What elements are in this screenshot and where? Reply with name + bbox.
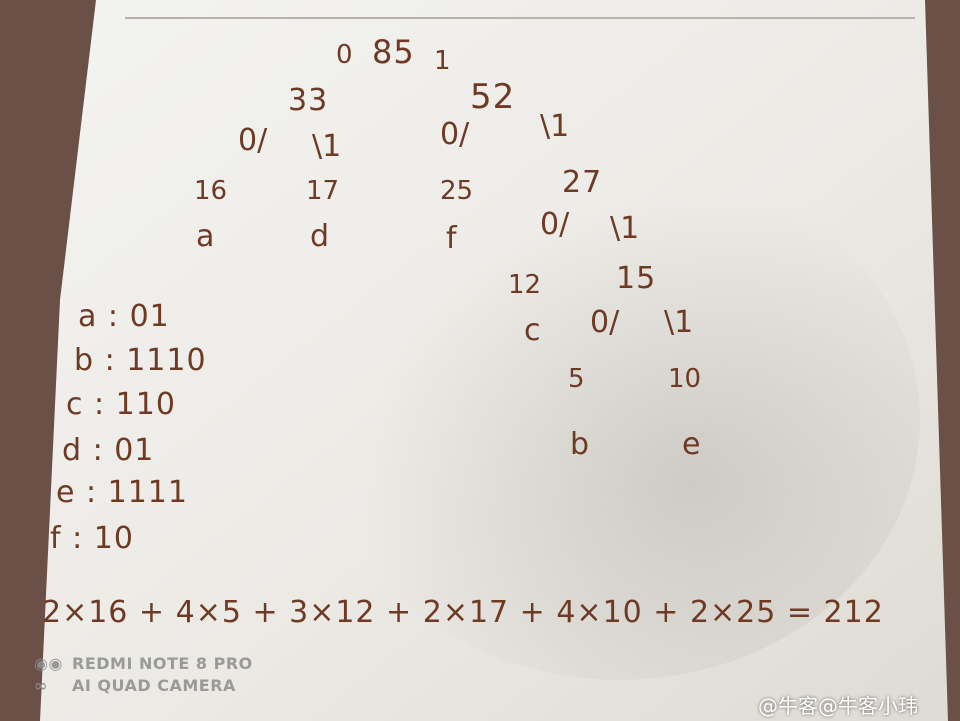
leaf-weight-a: 16 bbox=[194, 176, 228, 206]
camera-logo-icon: ◉◉ bbox=[34, 654, 63, 673]
edge-15-right: \1 bbox=[664, 305, 694, 340]
hand-shadow bbox=[320, 160, 920, 680]
code-line-f: f : 10 bbox=[50, 521, 134, 556]
leaf-char-e: e bbox=[682, 427, 701, 462]
tree-node-15: 15 bbox=[616, 261, 657, 296]
leaf-weight-e: 10 bbox=[668, 364, 702, 394]
edge-33-right: \1 bbox=[312, 129, 342, 164]
leaf-weight-c: 12 bbox=[508, 270, 542, 300]
tree-node-33: 33 bbox=[288, 83, 329, 118]
leaf-char-c: c bbox=[524, 313, 541, 348]
edge-52-left: 0/ bbox=[440, 117, 470, 152]
leaf-weight-d: 17 bbox=[306, 176, 340, 206]
leaf-char-f: f bbox=[446, 221, 457, 256]
leaf-char-b: b bbox=[570, 427, 590, 462]
camera-watermark-line1: ◉◉REDMI NOTE 8 PRO bbox=[34, 654, 253, 673]
nowcoder-logo-icon: @ bbox=[758, 694, 778, 718]
leaf-char-a: a bbox=[196, 219, 215, 254]
edge-label-root-right: 1 bbox=[434, 46, 452, 76]
edge-52-right: \1 bbox=[540, 109, 570, 144]
leaf-weight-f: 25 bbox=[440, 176, 474, 206]
code-line-e: e : 1111 bbox=[56, 475, 188, 510]
edge-label-root-left: 0 bbox=[336, 40, 354, 70]
leaf-weight-b: 5 bbox=[568, 364, 585, 394]
tree-node-52: 52 bbox=[470, 77, 516, 117]
edge-33-left: 0/ bbox=[238, 123, 268, 158]
code-line-c: c : 110 bbox=[66, 387, 176, 422]
tree-root-node: 85 bbox=[372, 33, 415, 71]
site-watermark: @牛客@牛客小玮 bbox=[758, 694, 918, 718]
leaf-char-d: d bbox=[310, 219, 330, 254]
weighted-path-formula: 2×16 + 4×5 + 3×12 + 2×17 + 4×10 + 2×25 =… bbox=[42, 595, 884, 630]
edge-27-left: 0/ bbox=[540, 207, 570, 242]
edge-15-left: 0/ bbox=[590, 305, 620, 340]
code-line-b: b : 1110 bbox=[74, 343, 207, 378]
code-line-a: a : 01 bbox=[78, 299, 170, 334]
edge-27-right: \1 bbox=[610, 211, 640, 246]
camera-watermark-line2: ∞AI QUAD CAMERA bbox=[34, 676, 236, 695]
tree-node-27: 27 bbox=[562, 165, 603, 200]
code-line-d: d : 01 bbox=[62, 433, 155, 468]
camera-logo-icon-2: ∞ bbox=[34, 676, 48, 695]
